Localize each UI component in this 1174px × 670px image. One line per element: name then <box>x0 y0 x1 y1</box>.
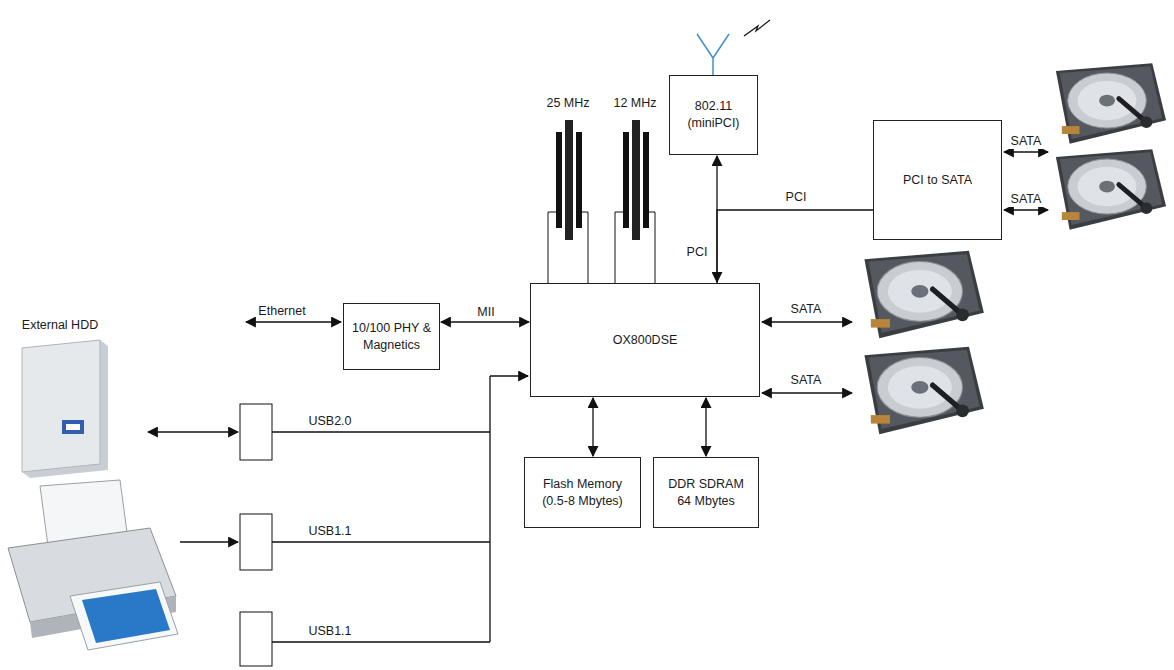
interface-name: Ethernet <box>256 304 307 319</box>
bus-name: MII <box>475 305 496 320</box>
bus-name: SATA <box>789 373 824 388</box>
hard-disk <box>864 251 983 338</box>
printed-photo <box>82 589 170 643</box>
crystal-plate <box>556 132 562 228</box>
usb-port <box>240 404 272 460</box>
usb-port <box>240 612 272 666</box>
sata-wire <box>762 321 852 322</box>
device-name: External HDD <box>20 318 100 333</box>
clock-frequency: 25 MHz <box>544 96 591 111</box>
crystal-body <box>565 120 573 240</box>
sata-wire <box>1004 151 1048 152</box>
sata-wire <box>762 392 852 393</box>
usb-logo <box>66 424 80 430</box>
bus-name: USB2.0 <box>306 414 353 429</box>
usb-wires <box>148 376 528 642</box>
soc-chip-box: OX800DSE <box>530 283 760 397</box>
hard-disk <box>864 347 983 434</box>
usb-port <box>240 514 272 570</box>
hard-disk <box>1056 63 1166 144</box>
usb-bus <box>490 375 528 376</box>
wifi-module-box: 802.11 (miniPCI) <box>669 75 758 155</box>
printer-paper-out <box>70 582 178 650</box>
usb-logo <box>62 420 84 434</box>
hdd-front <box>22 340 100 472</box>
box-text: 10/100 PHY & Magnetics <box>350 320 433 354</box>
crystal-plate <box>643 132 649 228</box>
bus-name: SATA <box>1009 134 1044 149</box>
clock-frequency: 12 MHz <box>611 96 658 111</box>
box-text: Flash Memory (0.5-8 Mbytes) <box>531 476 634 510</box>
crystal-plate <box>576 132 582 228</box>
bus-name: SATA <box>789 302 824 317</box>
antenna-mast <box>697 34 729 75</box>
bus-connector <box>705 398 706 456</box>
external-hdd-illustration <box>22 340 108 478</box>
crystal-plate <box>623 132 629 228</box>
box-text: OX800DSE <box>613 332 678 349</box>
bus-name: SATA <box>1009 192 1044 207</box>
bus-connector <box>441 321 529 322</box>
bus-connector <box>717 210 873 283</box>
sata-wire <box>1004 209 1048 210</box>
phy-box: 10/100 PHY & Magnetics <box>343 303 440 370</box>
hdd-case <box>22 340 108 478</box>
printer-illustration <box>8 480 178 650</box>
usb-wire <box>148 431 238 432</box>
crystal-body <box>632 120 640 240</box>
crystal-12mhz <box>615 120 655 283</box>
box-text: DDR SDRAM 64 Mbytes <box>660 476 752 510</box>
bus-name: PCI <box>784 190 809 205</box>
pci-sata-bridge-box: PCI to SATA <box>873 120 1002 240</box>
box-text: 802.11 (miniPCI) <box>676 98 751 132</box>
bus-name: USB1.1 <box>306 524 353 539</box>
bus-name: USB1.1 <box>306 624 353 639</box>
hard-disk <box>1056 149 1166 230</box>
antenna-symbol <box>697 34 729 75</box>
ethernet-wire <box>246 321 341 322</box>
flash-memory-box: Flash Memory (0.5-8 Mbytes) <box>524 457 641 528</box>
bus-connector <box>592 398 593 456</box>
bus-name: PCI <box>685 245 710 260</box>
box-text: PCI to SATA <box>903 172 972 189</box>
crystal-25mhz <box>548 120 588 283</box>
radio-wave-symbol <box>744 20 770 36</box>
usb-bus <box>272 376 490 642</box>
usb-wire <box>180 541 238 542</box>
sdram-box: DDR SDRAM 64 Mbytes <box>653 457 759 528</box>
usb-connectors <box>240 404 272 666</box>
